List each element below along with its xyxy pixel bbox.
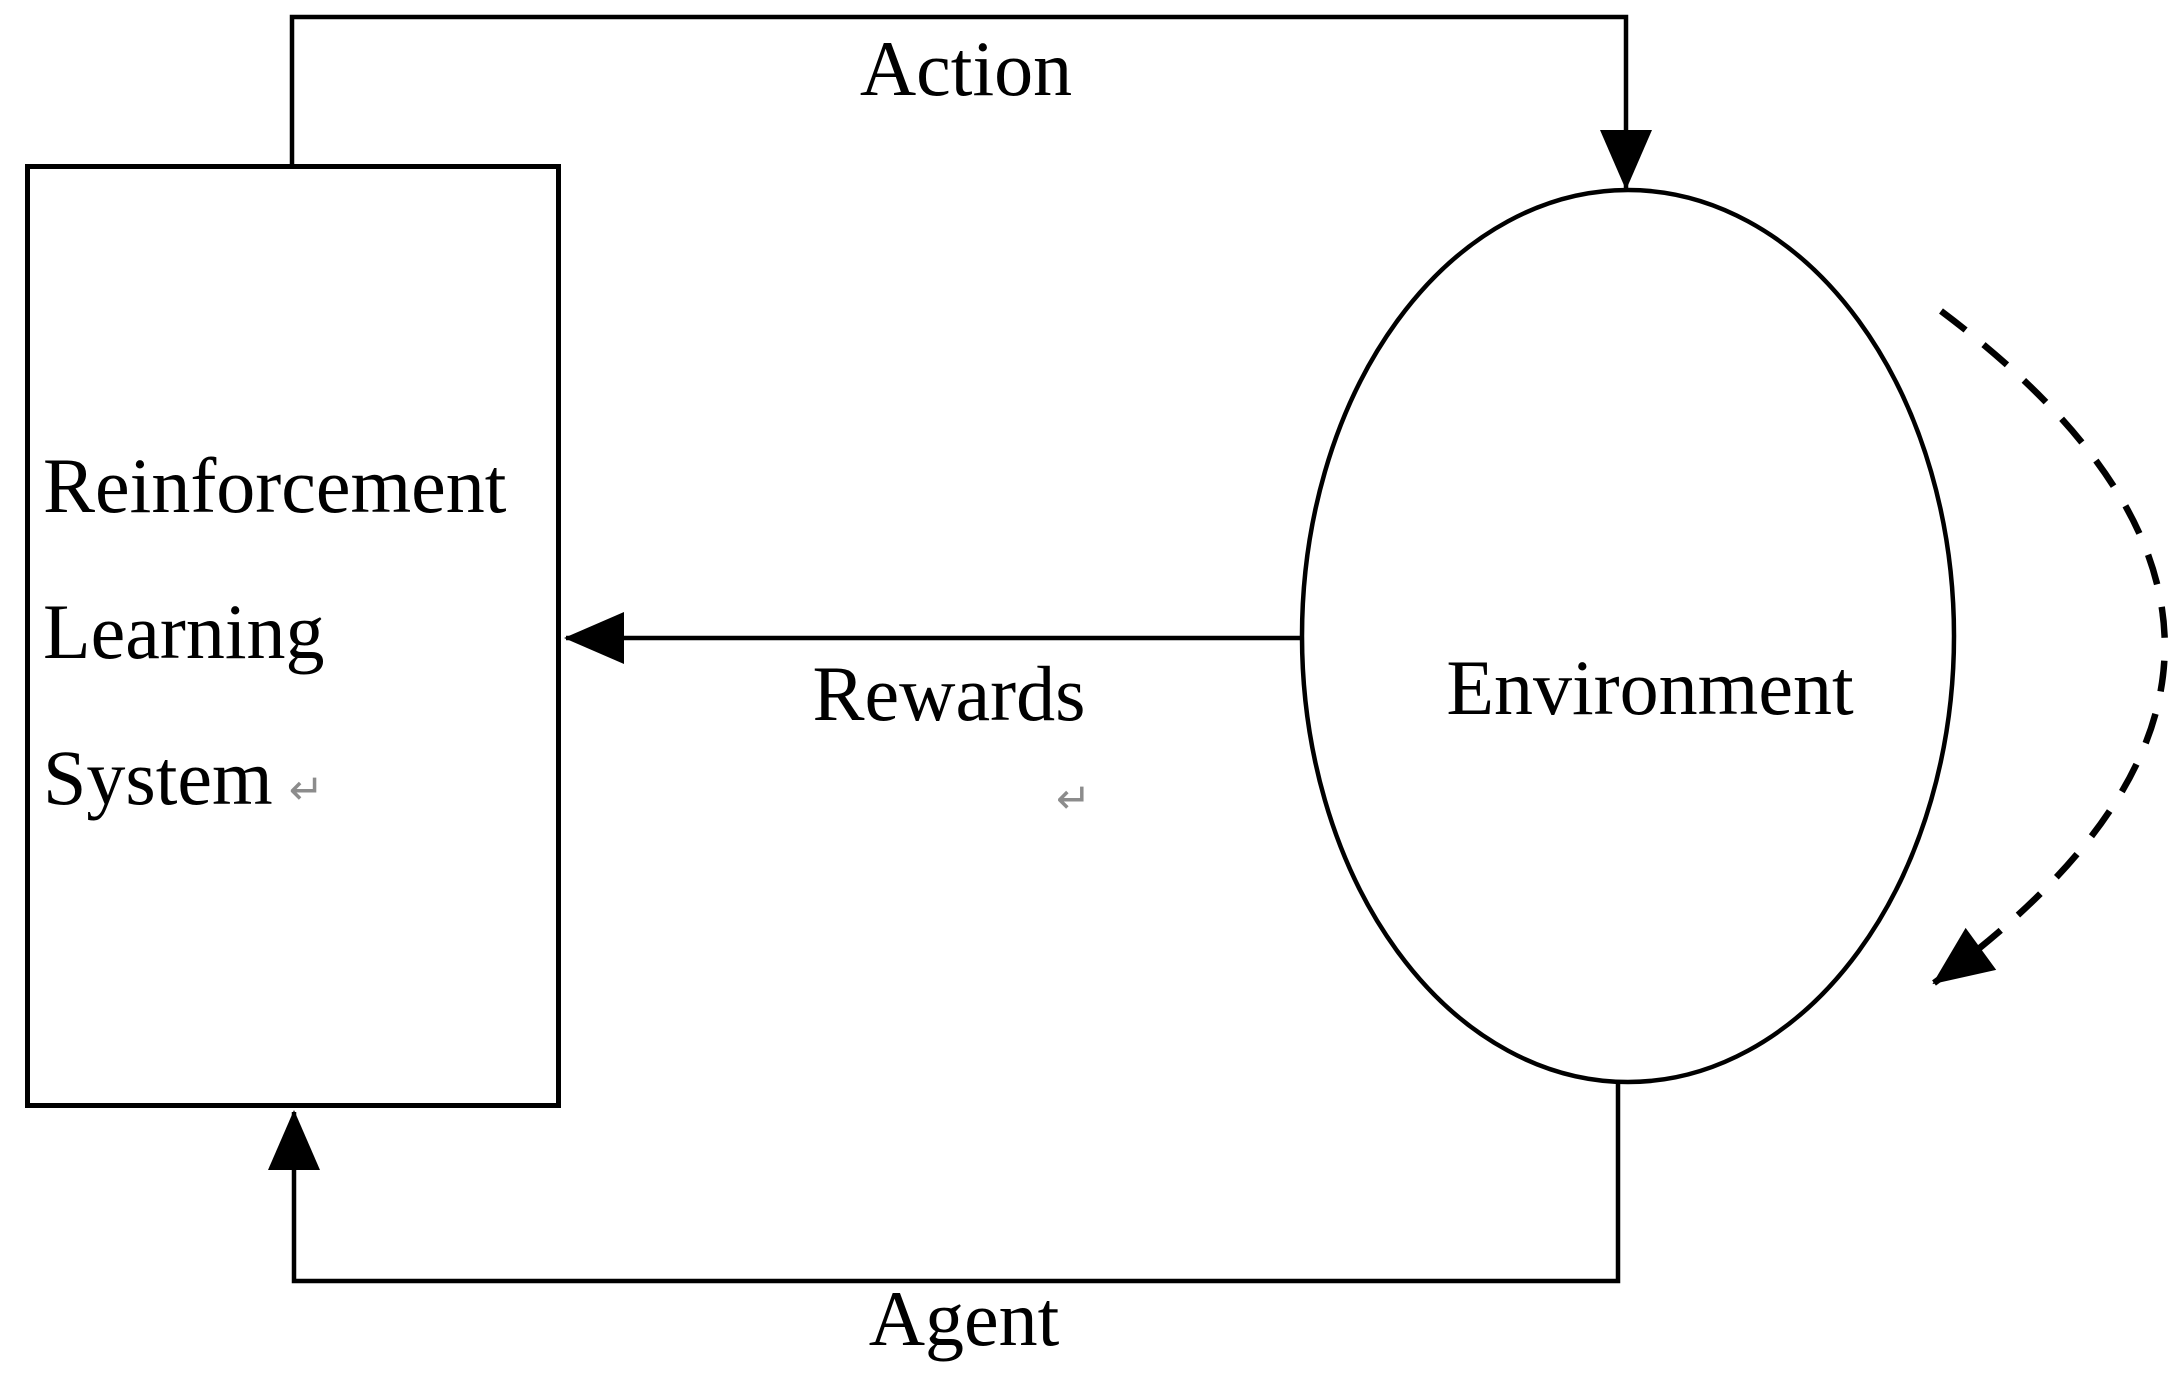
rl-system-label-line-3-text: System [43,734,273,821]
rl-system-box [25,164,561,1108]
rl-system-label-line-1: Reinforcement [43,442,507,529]
environment-ellipse [1299,187,1957,1085]
paragraph-return-mark-icon: ↵ [1056,774,1092,823]
rl-system-label-line-3: System ↵ [43,705,506,863]
action-arrow [289,14,1652,190]
agent-arrow [268,1082,1621,1284]
agent-edge-label: Agent [868,1275,1060,1362]
rl-system-label-line-2: Learning [43,588,325,675]
rl-system-label: Reinforcement Learning System ↵ [43,413,506,863]
action-edge-label: Action [859,25,1073,112]
paragraph-return-mark-icon: ↵ [288,765,324,814]
rewards-edge-label: Rewards [812,650,1086,737]
environment-label: Environment [1446,644,1854,731]
environment-loop-dashed-arrow [1932,308,2168,986]
